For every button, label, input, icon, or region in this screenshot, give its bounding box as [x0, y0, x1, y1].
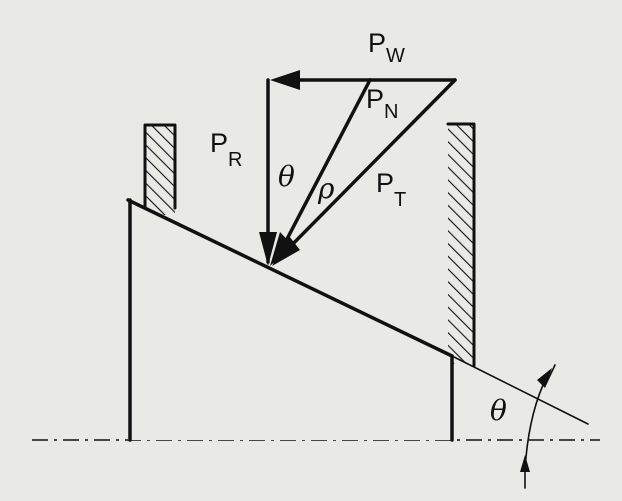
force-pw-arrowhead — [270, 70, 300, 90]
label-pt: PT — [376, 168, 406, 211]
right-guide-wall-outline — [446, 122, 476, 368]
angle-arc-top-arrow — [537, 368, 552, 388]
label-pr: PR — [210, 128, 242, 171]
angle-arc-top-tail — [544, 364, 556, 387]
wedge-body — [128, 200, 452, 440]
angle-arc-bottom-arrow — [520, 455, 530, 472]
label-theta-force: θ — [278, 160, 295, 193]
label-theta-angle: θ — [490, 394, 507, 427]
wedge-incline-surface — [126, 198, 454, 358]
force-pt-arrowhead — [272, 236, 300, 266]
incline-extension-line — [451, 355, 589, 425]
right-guide-wall — [448, 124, 474, 364]
left-guide-wall-outline — [143, 123, 177, 214]
force-pt-line — [273, 78, 457, 264]
left-guide-wall — [145, 125, 175, 215]
force-pn-line — [273, 78, 372, 264]
label-rho-force: ρ — [317, 172, 335, 205]
label-pn: PN — [366, 84, 398, 123]
label-pw: PW — [368, 28, 405, 67]
force-pr-arrowhead — [259, 232, 277, 266]
